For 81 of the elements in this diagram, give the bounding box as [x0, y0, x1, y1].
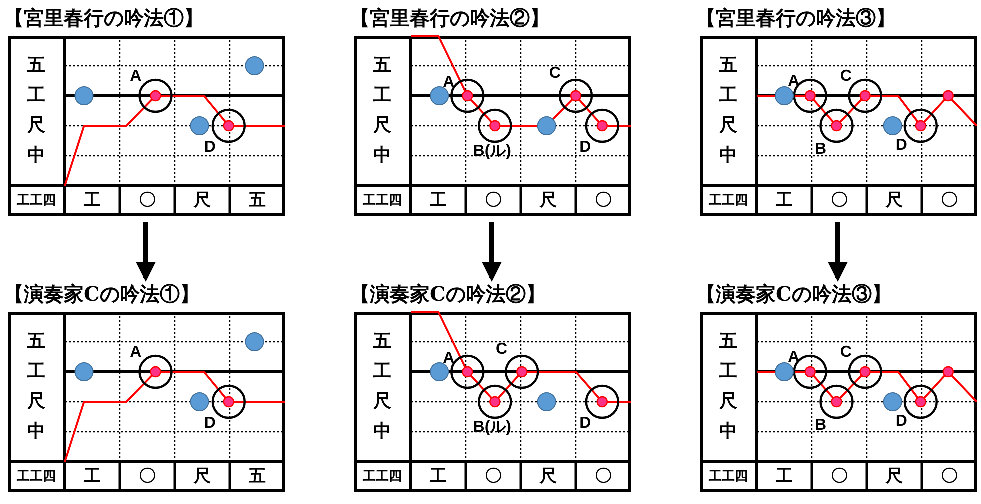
pitch-label: 工 [28, 87, 46, 105]
arrow [828, 222, 848, 282]
pitch-label: 中 [374, 423, 392, 441]
notation-cell: 尺 [540, 192, 557, 210]
pitch-label: 工 [28, 363, 46, 381]
notation-cell: 尺 [540, 468, 557, 486]
header-cell: 工工四 [17, 194, 56, 208]
point-label: C [496, 342, 508, 358]
pitch-label: 尺 [28, 117, 46, 135]
pitch-label: 尺 [28, 393, 46, 411]
point-label: C [840, 69, 852, 86]
notation-cell: 〇 [139, 468, 156, 486]
notation-cell: 尺 [886, 192, 903, 210]
pitch-label: 尺 [374, 117, 392, 135]
point-label: A [443, 351, 455, 368]
notation-cell: 五 [249, 468, 266, 486]
pitch-label: 尺 [720, 117, 738, 135]
header-cell: 工工四 [17, 470, 56, 484]
chart-title: 【演奏家Cの吟法①】 [4, 281, 200, 308]
header-cell: 工工四 [363, 470, 402, 484]
pitch-label: 中 [720, 147, 738, 165]
arrow [136, 222, 156, 282]
point-label: D [896, 138, 908, 154]
point-label: C [549, 66, 561, 82]
pitch-label: 尺 [720, 393, 738, 411]
point-label: D [204, 140, 216, 156]
pitch-label: 工 [374, 87, 392, 105]
notation-cell: 工 [430, 468, 447, 486]
point-label: A [130, 345, 142, 362]
notation-cell: 尺 [194, 468, 211, 486]
chart-title: 【宮里春行の吟法②】 [350, 5, 550, 32]
notation-cell: 工 [430, 192, 447, 210]
notation-cell: 〇 [139, 192, 156, 210]
pitch-label: 五 [374, 57, 392, 75]
notation-cell: 工 [776, 192, 793, 210]
pitch-label: 工 [720, 87, 738, 105]
pitch-label: 中 [28, 423, 46, 441]
notation-cell: 〇 [941, 192, 958, 210]
pitch-label: 五 [28, 333, 46, 351]
pitch-label: 五 [720, 333, 738, 351]
chart-title: 【演奏家Cの吟法②】 [350, 281, 546, 308]
pitch-label: 中 [374, 147, 392, 165]
notation-cell: 〇 [595, 468, 612, 486]
arrow [482, 222, 502, 282]
point-label: B [815, 418, 827, 434]
chart-title: 【宮里春行の吟法③】 [696, 5, 896, 32]
point-label: D [580, 416, 592, 432]
point-label: D [204, 416, 216, 432]
pitch-label: 五 [374, 333, 392, 351]
pitch-label: 中 [720, 423, 738, 441]
point-label: A [788, 74, 800, 90]
pitch-label: 五 [720, 57, 738, 75]
notation-cell: 工 [776, 468, 793, 486]
point-label: D [896, 414, 908, 430]
point-label: A [130, 69, 142, 86]
point-label: D [580, 140, 592, 156]
notation-cell: 尺 [886, 468, 903, 486]
notation-cell: 五 [249, 192, 266, 210]
notation-cell: 〇 [831, 468, 848, 486]
header-cell: 工工四 [709, 194, 748, 208]
header-cell: 工工四 [363, 194, 402, 208]
chart-title: 【宮里春行の吟法①】 [4, 5, 204, 32]
notation-cell: 〇 [941, 468, 958, 486]
point-label: A [788, 350, 800, 366]
pitch-label: 工 [720, 363, 738, 381]
notation-cell: 工 [84, 192, 101, 210]
pitch-label: 工 [374, 363, 392, 381]
header-cell: 工工四 [709, 470, 748, 484]
notation-cell: 〇 [831, 192, 848, 210]
notation-cell: 〇 [485, 468, 502, 486]
pitch-label: 中 [28, 147, 46, 165]
pitch-label: 尺 [374, 393, 392, 411]
notation-cell: 工 [84, 468, 101, 486]
notation-cell: 〇 [595, 192, 612, 210]
point-label: B [815, 142, 827, 158]
notation-cell: 〇 [485, 192, 502, 210]
pitch-label: 五 [28, 57, 46, 75]
notation-cell: 尺 [194, 192, 211, 210]
chart-title: 【演奏家Cの吟法③】 [696, 281, 892, 308]
point-label: C [840, 345, 852, 362]
point-label: A [443, 75, 455, 92]
